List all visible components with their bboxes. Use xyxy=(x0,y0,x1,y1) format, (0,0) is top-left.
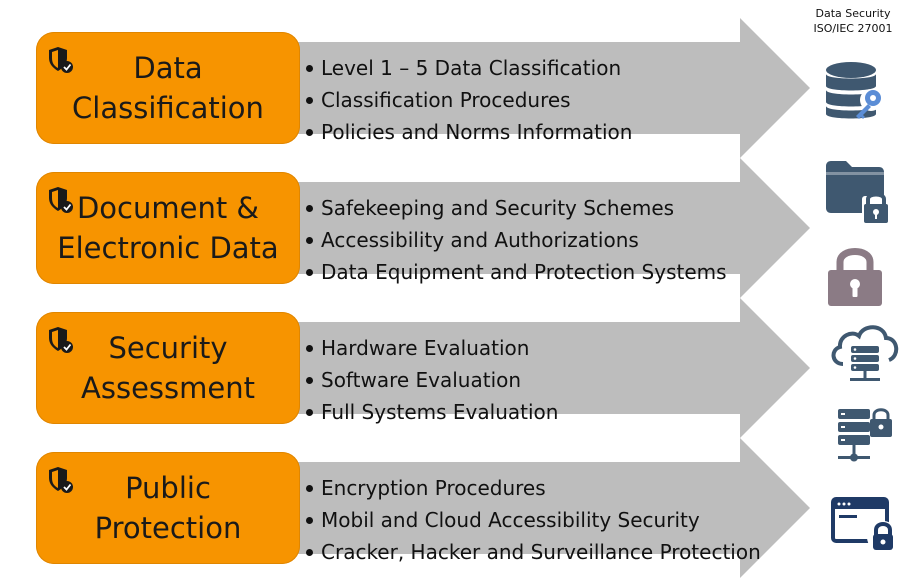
arrow-shape xyxy=(240,158,810,298)
shield-check-icon xyxy=(49,327,73,353)
row-security-assessment: Security Assessment Hardware Evaluation … xyxy=(0,298,907,438)
category-box: Document & Electronic Data xyxy=(36,172,300,284)
bullet-item: Hardware Evaluation xyxy=(304,332,558,364)
bullet-item: Encryption Procedures xyxy=(304,472,761,504)
shield-check-icon xyxy=(49,467,73,493)
bullet-list: Encryption Procedures Mobil and Cloud Ac… xyxy=(304,472,761,568)
row-data-classification: Data Classification Level 1 – 5 Data Cla… xyxy=(0,18,907,158)
row-document-electronic-data: Document & Electronic Data Safekeeping a… xyxy=(0,158,907,298)
bullet-item: Cracker, Hacker and Surveillance Protect… xyxy=(304,536,761,568)
category-box: Data Classification xyxy=(36,32,300,144)
folder-lock-icon xyxy=(826,161,890,224)
data-security-label: Data Security ISO/IEC 27001 xyxy=(800,6,906,36)
arrow-shape xyxy=(240,18,810,158)
bullet-list: Level 1 – 5 Data Classification Classifi… xyxy=(304,52,632,148)
header-line-1: Data Security xyxy=(815,7,891,20)
bullet-item: Policies and Norms Information xyxy=(304,116,632,148)
arrow-shape xyxy=(240,438,810,578)
row-public-protection: Public Protection Encryption Procedures … xyxy=(0,438,907,578)
bullet-list: Hardware Evaluation Software Evaluation … xyxy=(304,332,558,428)
bullet-item: Full Systems Evaluation xyxy=(304,396,558,428)
database-key-icon xyxy=(826,62,882,119)
bullet-item: Safekeeping and Security Schemes xyxy=(304,192,727,224)
category-title: Security Assessment xyxy=(81,331,255,405)
bullet-item: Software Evaluation xyxy=(304,364,558,396)
category-title: Public Protection xyxy=(94,471,242,545)
cloud-server-icon xyxy=(831,325,899,381)
browser-lock-icon xyxy=(831,497,899,553)
shield-check-icon xyxy=(49,187,73,213)
category-title: Data Classification xyxy=(72,51,264,125)
bullet-item: Mobil and Cloud Accessibility Security xyxy=(304,504,761,536)
bullet-item: Accessibility and Authorizations xyxy=(304,224,727,256)
padlock-icon xyxy=(828,248,882,306)
arrow-shape xyxy=(240,298,810,438)
category-title: Document & Electronic Data xyxy=(57,191,279,265)
bullet-item: Level 1 – 5 Data Classification xyxy=(304,52,632,84)
category-box: Public Protection xyxy=(36,452,300,564)
shield-check-icon xyxy=(49,47,73,73)
category-box: Security Assessment xyxy=(36,312,300,424)
server-lock-icon xyxy=(838,408,892,462)
bullet-item: Data Equipment and Protection Systems xyxy=(304,256,727,288)
bullet-list: Safekeeping and Security Schemes Accessi… xyxy=(304,192,727,288)
header-line-2: ISO/IEC 27001 xyxy=(813,22,893,35)
bullet-item: Classification Procedures xyxy=(304,84,632,116)
